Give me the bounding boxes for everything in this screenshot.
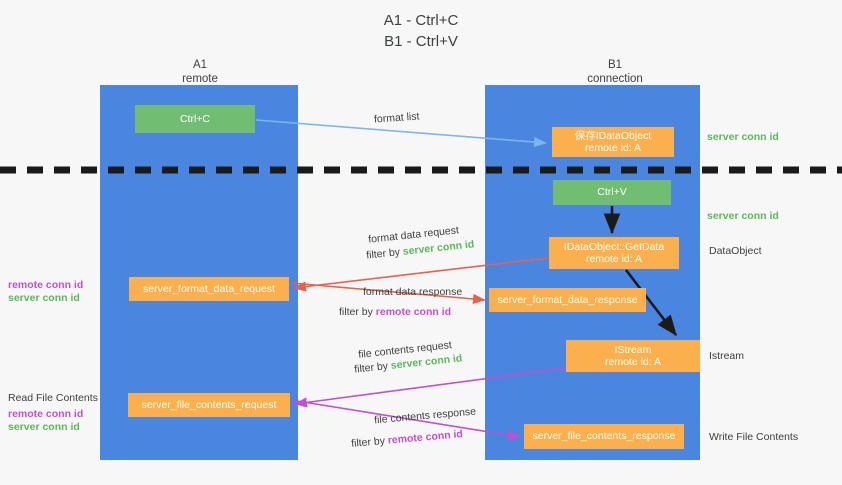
edge-file-contents-request bbox=[294, 367, 567, 408]
page-title: A1 - Ctrl+C B1 - Ctrl+V bbox=[0, 10, 842, 52]
edge-format-data-request bbox=[293, 257, 549, 292]
label-remote-conn-id-2: remote conn id bbox=[8, 408, 84, 420]
edge-format-list bbox=[255, 119, 547, 148]
label-server-conn-id: server conn id bbox=[8, 292, 80, 304]
node-save-idataobject[interactable]: 保存IDataObject remote id: A bbox=[552, 127, 674, 157]
lane-a1-name: A1 bbox=[192, 59, 208, 71]
label-dataobject: DataObject bbox=[709, 245, 762, 257]
edge-format-data-response bbox=[291, 282, 486, 305]
filter-prefix: filter by bbox=[350, 434, 389, 450]
title-line-1: A1 - Ctrl+C bbox=[383, 12, 459, 29]
node-server-format-data-request[interactable]: server_format_data_request bbox=[129, 277, 289, 301]
lane-b1-header: B1 connection bbox=[545, 58, 685, 86]
label-group-conn-ids-middle: remote conn id server conn id bbox=[8, 279, 83, 305]
node-server-format-data-response-label: server_format_data_response bbox=[497, 293, 638, 306]
label-server-conn-id-2: server conn id bbox=[8, 421, 80, 433]
node-idataobject-getdata[interactable]: IDataObject::GetData remote id: A bbox=[549, 237, 679, 269]
label-server-conn-id-mid: server conn id bbox=[707, 210, 779, 222]
filter-prefix: filter by bbox=[365, 245, 404, 262]
node-server-format-data-request-label: server_format_data_request bbox=[143, 282, 275, 295]
lane-b1-sub: connection bbox=[587, 73, 643, 85]
node-server-file-contents-response[interactable]: server_file_contents_response bbox=[524, 424, 684, 449]
lane-a1-header: A1 remote bbox=[130, 58, 270, 86]
edge-file-contents-response bbox=[290, 399, 521, 441]
label-read-file-contents: Read File Contents bbox=[8, 392, 98, 404]
filter-prefix: filter by bbox=[339, 306, 376, 318]
label-remote-conn-id: remote conn id bbox=[8, 279, 84, 291]
node-istream-remote-id: remote id: A bbox=[604, 356, 662, 368]
node-save-idataobject-remote-id: remote id: A bbox=[584, 142, 642, 154]
node-server-file-contents-response-label: server_file_contents_response bbox=[532, 430, 676, 443]
node-getdata-title: IDataObject::GetData bbox=[563, 240, 665, 253]
node-server-format-data-response[interactable]: server_format_data_response bbox=[489, 288, 646, 312]
node-ctrl-c-label: Ctrl+C bbox=[179, 112, 211, 125]
edge-getdata-to-istream bbox=[624, 269, 678, 337]
node-ctrl-v[interactable]: Ctrl+V bbox=[553, 180, 671, 205]
node-getdata-remote-id: remote id: A bbox=[585, 253, 643, 265]
node-save-idataobject-title: 保存IDataObject bbox=[574, 129, 652, 142]
node-istream[interactable]: IStream remote id: A bbox=[566, 340, 700, 372]
node-server-file-contents-request[interactable]: server_file_contents_request bbox=[128, 393, 290, 417]
edge-label-format-data-response-filter: filter by remote conn id bbox=[339, 305, 451, 319]
lane-a1-sub: remote bbox=[182, 73, 218, 85]
lane-b1-name: B1 bbox=[607, 59, 623, 71]
title-line-2: B1 - Ctrl+V bbox=[384, 33, 458, 50]
edge-label-format-data-response: format data response bbox=[363, 286, 463, 298]
label-write-file-contents: Write File Contents bbox=[709, 431, 799, 443]
node-ctrl-c[interactable]: Ctrl+C bbox=[135, 105, 255, 133]
node-istream-title: IStream bbox=[614, 343, 652, 356]
label-group-read-file-contents: Read File Contents remote conn id server… bbox=[8, 392, 98, 434]
node-server-file-contents-request-label: server_file_contents_request bbox=[141, 398, 277, 411]
node-ctrl-v-label: Ctrl+V bbox=[597, 186, 627, 199]
label-server-conn-id-top: server conn id bbox=[707, 131, 779, 143]
filter-prefix: filter by bbox=[353, 359, 392, 376]
filter-value-remote-conn-id: remote conn id bbox=[375, 306, 452, 318]
label-istream: Istream bbox=[709, 350, 745, 362]
